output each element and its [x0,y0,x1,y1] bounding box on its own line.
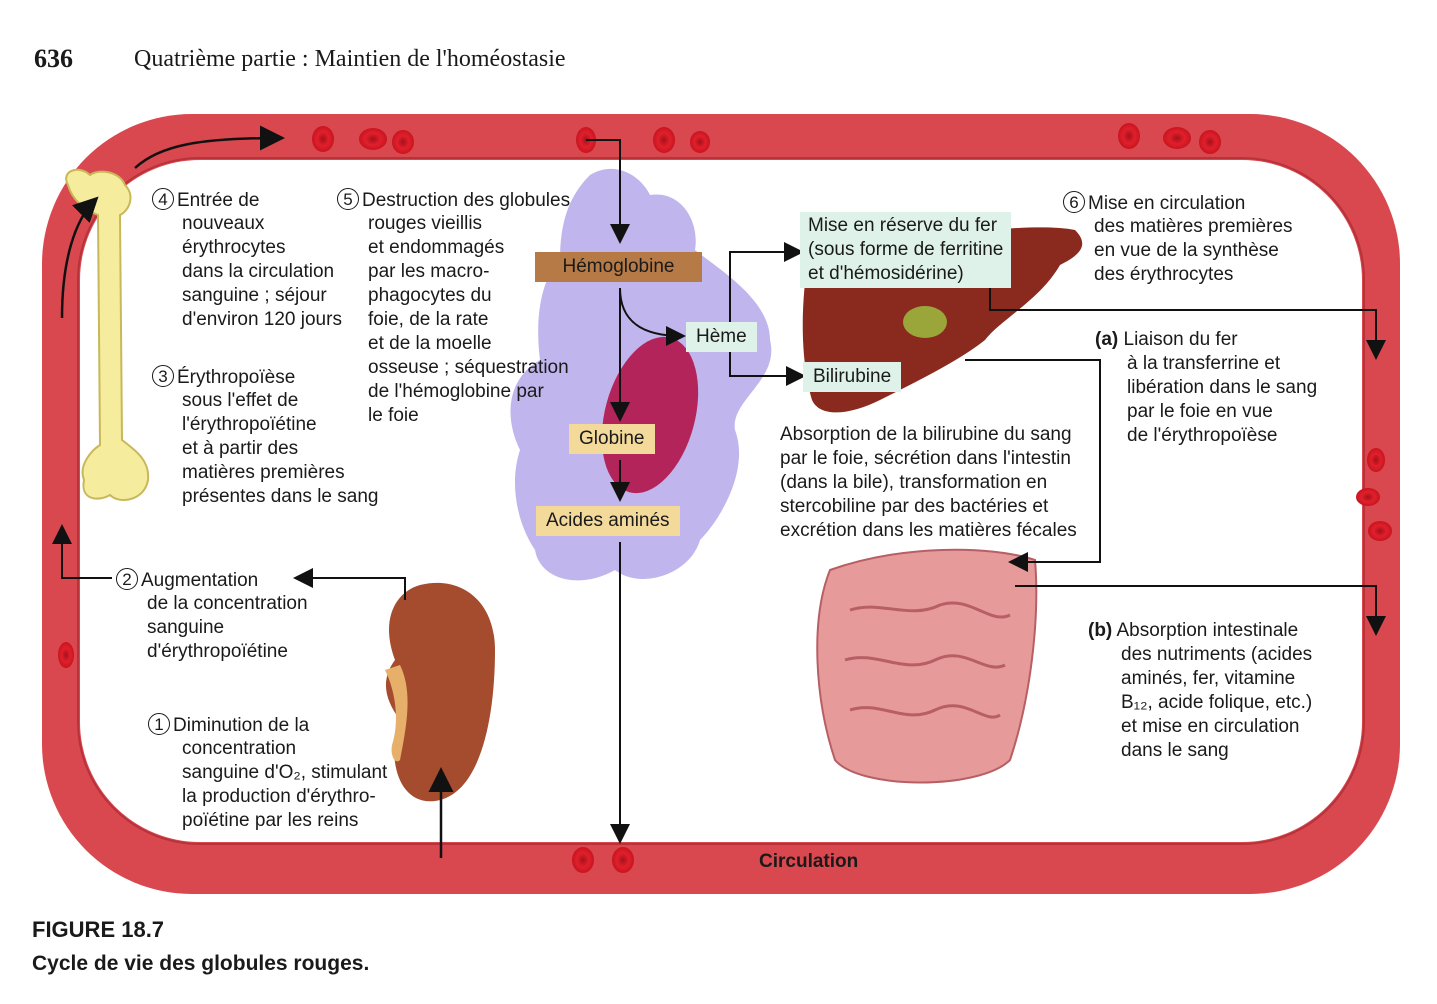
step-number: 6 [1063,191,1085,213]
fer-reserve-box: Mise en réserve du fer (sous forme de fe… [800,212,1012,288]
intestine-illustration [816,548,1038,784]
step-number: 5 [337,188,359,210]
acides-amines-box: Acides aminés [536,506,680,536]
arrow-liver-to-intestine [965,359,1101,572]
step-number: 2 [116,568,138,590]
step-number: 3 [152,365,174,387]
rbc [653,127,675,153]
rbc [58,642,74,668]
page-number: 636 [34,44,73,73]
figure-label: FIGURE 18.7 [32,917,165,942]
arrow-liver-to-circulation [989,280,1386,360]
red-blood-cells [58,123,1392,873]
rbc [1356,488,1380,506]
rbc [612,847,634,873]
rbc [312,126,334,152]
heme-box: Hème [686,322,757,352]
step-number: 4 [152,188,174,210]
rbc [359,128,387,150]
section-title: Quatrième partie : Maintien de l'homéost… [134,46,566,72]
step-number: 1 [148,713,170,735]
rbc [1163,127,1191,149]
bone-illustration [65,168,150,501]
arrow-circ-to-hemoglobin [586,139,630,244]
arrow-heme-to-fer [729,242,804,336]
flow-arrows [52,125,1386,858]
globine-box: Globine [569,424,655,454]
arrow-step2-up [52,524,112,579]
substep-a: (a) Liaison du fer [1095,329,1238,350]
rbc [1118,123,1140,149]
rbc [1199,130,1221,154]
rbc [572,847,594,873]
arrow-intestine-to-circulation [1015,585,1386,636]
substep-b: (b) Absorption intestinale [1088,620,1299,641]
arrow-bone-to-circulation [134,125,285,169]
rbc [392,130,414,154]
rbc [1367,448,1385,472]
arrow-up-left [60,196,99,319]
arrow-to-step2 [293,568,406,600]
rbc [1368,521,1392,541]
rbc [690,131,710,153]
circulation-label: Circulation [759,851,859,872]
hemoglobine-box: Hémoglobine [535,252,702,282]
figure-caption: Cycle de vie des globules rouges. [32,952,370,975]
bilirubine-box: Bilirubine [803,362,902,392]
kidney-illustration [385,582,495,802]
